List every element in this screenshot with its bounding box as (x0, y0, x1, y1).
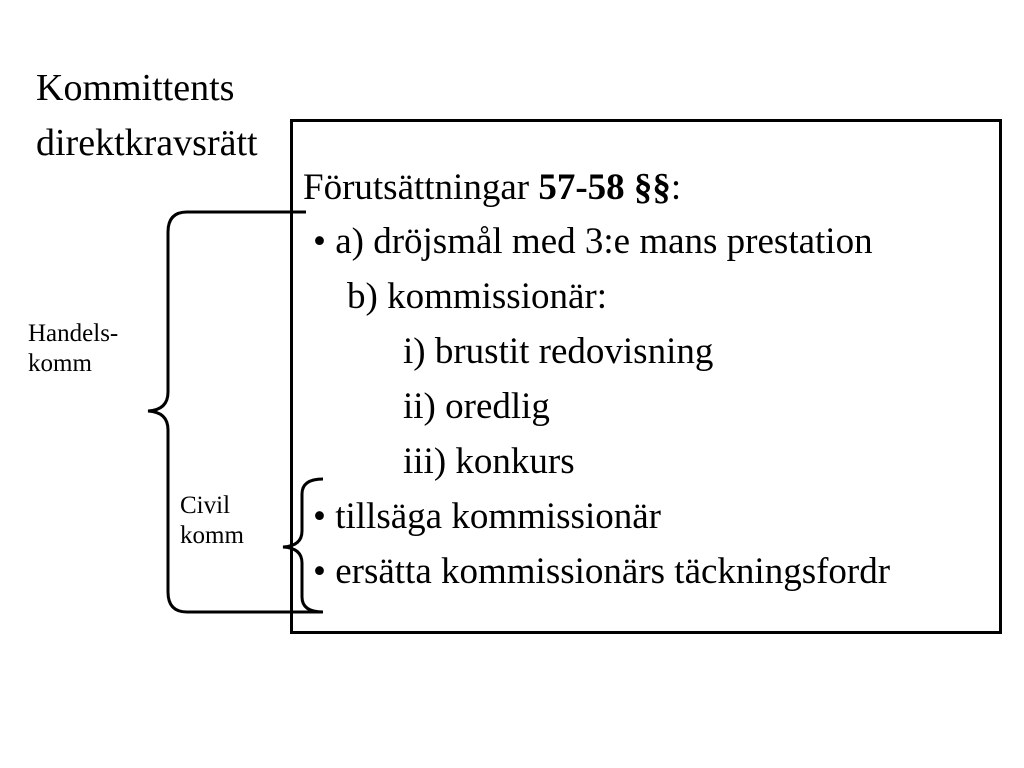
item-b-i-reporting: i) brustit redovisning (403, 331, 714, 372)
label-handels-line-2: komm (28, 350, 92, 377)
label-civil-line-2: komm (180, 522, 244, 549)
bullet-notify-commissioner: • tillsäga kommissionär (313, 496, 661, 537)
content-box: Förutsättningar 57-58 §§: • a) dröjsmål … (290, 119, 1002, 634)
label-civil-komm: Civil komm (180, 491, 244, 551)
label-civil-line-1: Civil (180, 492, 231, 519)
label-handels-komm: Handels- komm (28, 319, 118, 379)
item-b-iii-bankruptcy: iii) konkurs (403, 441, 575, 482)
item-a-delay: • a) dröjsmål med 3:e mans prestation (313, 221, 873, 262)
item-b-ii-dishonest: ii) oredlig (403, 386, 550, 427)
title-line-1: Kommittents (36, 67, 235, 109)
premises-paragraphs: 57-58 §§ (538, 167, 671, 208)
bullet-compensate-commissioner: • ersätta kommissionärs täckningsfordr (313, 551, 891, 592)
label-handels-line-1: Handels- (28, 320, 119, 347)
premises-suffix: : (670, 167, 682, 208)
premises-heading: Förutsättningar 57-58 §§: (303, 166, 681, 210)
title-line-2: direktkravsrätt (36, 122, 258, 164)
item-b-commissioner: b) kommissionär: (347, 276, 608, 317)
premises-prefix: Förutsättningar (303, 167, 539, 208)
